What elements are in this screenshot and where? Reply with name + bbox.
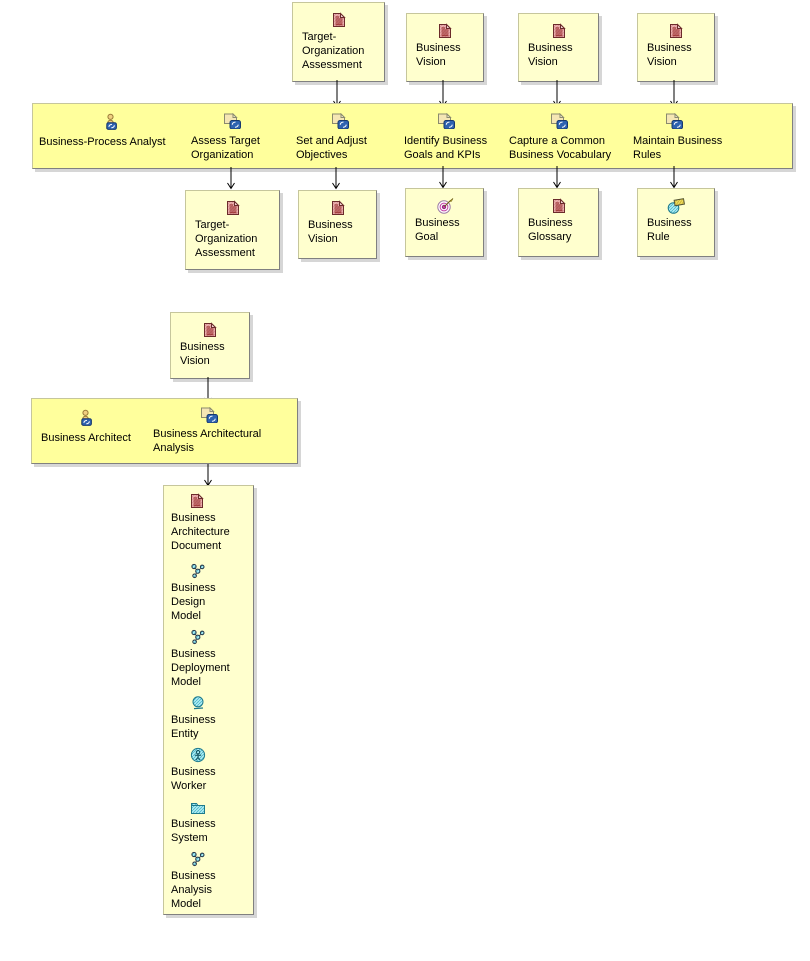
artifact-label: Business Vision [647, 42, 692, 68]
activity-icon [551, 113, 568, 129]
input-artifact-business-vision-3[interactable]: Business Vision [637, 13, 715, 82]
output-artifact-target-organization-assessment[interactable]: Target- Organization Assessment [185, 190, 280, 270]
artifact-label: Business Deployment Model [171, 648, 230, 688]
output-artifact-business-vision[interactable]: Business Vision [298, 190, 377, 259]
input-artifact-business-vision-s2[interactable]: Business Vision [170, 312, 250, 379]
artifact-label: Business Goal [415, 217, 460, 243]
role-band-business-architect: Business Architect Business Architectura… [31, 398, 298, 464]
output-artifact-business-goal[interactable]: Business Goal [405, 188, 484, 257]
activity-label: Capture a Common Business Vocabulary [509, 135, 612, 161]
activity-maintain-business-rules[interactable]: Maintain Business Rules [632, 110, 750, 162]
entity-icon [192, 696, 204, 710]
activity-label: Maintain Business Rules [633, 135, 723, 161]
role-business-process-analyst[interactable]: Business-Process Analyst [35, 110, 197, 162]
flow-arrow [227, 167, 235, 190]
activity-set-and-adjust-objectives[interactable]: Set and Adjust Objectives [295, 110, 405, 162]
activity-icon [666, 113, 683, 129]
document-icon [552, 199, 565, 213]
artifact-label: Business System [171, 818, 216, 844]
artifact-business-entity[interactable]: Business Entity [164, 695, 253, 741]
model-icon [191, 851, 205, 867]
role-label: Business Architect [41, 432, 131, 444]
output-artifact-group-business-architecture[interactable]: Business Architecture Document Business … [163, 485, 254, 915]
activity-icon [224, 113, 241, 129]
system-icon [191, 803, 205, 814]
input-artifact-business-vision-2[interactable]: Business Vision [518, 13, 599, 82]
artifact-business-worker[interactable]: Business Worker [164, 747, 253, 793]
activity-label: Identify Business Goals and KPIs [404, 135, 488, 161]
document-icon [439, 24, 451, 38]
document-icon [226, 201, 239, 215]
flow-arrow [332, 167, 340, 190]
role-icon [106, 113, 117, 130]
activity-icon [201, 407, 218, 423]
document-icon [552, 24, 565, 38]
artifact-business-analysis-model[interactable]: Business Analysis Model [164, 851, 253, 911]
model-icon [191, 629, 205, 645]
artifact-label: Business Glossary [528, 217, 573, 243]
model-icon [191, 563, 205, 579]
role-business-architect[interactable]: Business Architect [34, 405, 174, 457]
artifact-business-deployment-model[interactable]: Business Deployment Model [164, 629, 253, 689]
activity-icon [332, 113, 349, 129]
activity-label: Assess Target Organization [191, 135, 260, 161]
artifact-label: Business Vision [308, 219, 353, 245]
flow-arrow [439, 166, 447, 189]
activity-label: Business Architectural Analysis [153, 428, 262, 454]
output-artifact-business-glossary[interactable]: Business Glossary [518, 188, 599, 257]
artifact-label: Business Design Model [171, 582, 216, 622]
activity-assess-target-organization[interactable]: Assess Target Organization [188, 110, 296, 162]
role-icon [81, 409, 92, 426]
flow-arrow [553, 166, 561, 189]
input-artifact-target-organization-assessment[interactable]: Target- Organization Assessment [292, 2, 385, 82]
role-band-business-process-analyst: Business-Process Analyst Assess Target O… [32, 103, 793, 169]
artifact-label: Business Vision [180, 341, 225, 367]
artifact-label: Target- Organization Assessment [302, 31, 365, 71]
artifact-label: Business Analysis Model [171, 870, 216, 910]
artifact-label: Business Architecture Document [171, 512, 230, 552]
artifact-label: Business Vision [528, 42, 573, 68]
activity-capture-a-common-business-vocabulary[interactable]: Capture a Common Business Vocabulary [508, 110, 630, 162]
artifact-label: Business Rule [647, 217, 692, 243]
output-artifact-business-rule[interactable]: Business Rule [637, 188, 715, 257]
document-icon [204, 323, 216, 337]
document-icon [191, 494, 203, 508]
document-icon [670, 24, 682, 38]
document-icon [332, 13, 345, 27]
flow-arrow [670, 166, 678, 189]
input-artifact-business-vision-1[interactable]: Business Vision [406, 13, 484, 82]
artifact-label: Target- Organization Assessment [195, 219, 258, 259]
artifact-business-design-model[interactable]: Business Design Model [164, 563, 253, 623]
role-label: Business-Process Analyst [39, 136, 166, 148]
document-icon [331, 201, 344, 215]
rule-icon [667, 198, 685, 214]
activity-label: Set and Adjust Objectives [296, 135, 367, 161]
artifact-label: Business Worker [171, 766, 216, 792]
activity-business-architectural-analysis[interactable]: Business Architectural Analysis [147, 405, 295, 459]
activity-icon [438, 113, 455, 129]
worker-icon [190, 747, 206, 763]
artifact-business-system[interactable]: Business System [164, 801, 253, 845]
activity-identify-business-goals-and-kpis[interactable]: Identify Business Goals and KPIs [403, 110, 521, 162]
artifact-business-architecture-document[interactable]: Business Architecture Document [164, 493, 253, 553]
artifact-label: Business Vision [416, 42, 461, 68]
artifact-label: Business Entity [171, 714, 216, 740]
goal-icon [436, 198, 453, 214]
flow-arrow [204, 464, 212, 487]
